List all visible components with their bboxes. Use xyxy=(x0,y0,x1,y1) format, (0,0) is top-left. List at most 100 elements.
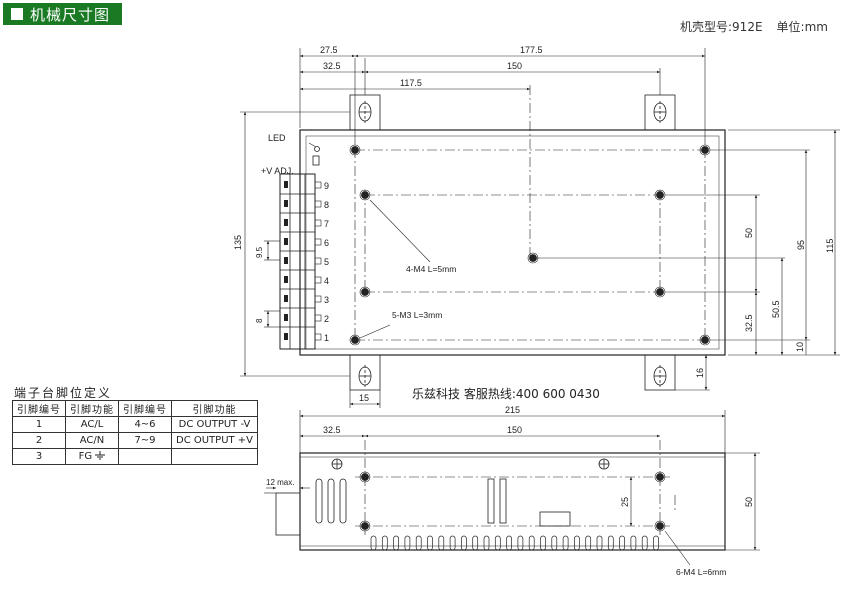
dim-95: 95 xyxy=(796,240,806,250)
terminal-label: 1 xyxy=(324,333,329,343)
dim-15: 15 xyxy=(359,393,369,403)
vent-slot xyxy=(381,535,388,551)
side-mounting-hole xyxy=(361,473,664,530)
table-cell: DC OUTPUT -V xyxy=(170,416,259,433)
vent-slot xyxy=(551,535,558,551)
dim-8: 8 xyxy=(255,318,264,323)
bottom-ear-left xyxy=(349,354,381,391)
dim-32-5: 32.5 xyxy=(323,61,341,71)
dim-215: 215 xyxy=(505,405,520,415)
dim-50-side: 50 xyxy=(744,497,754,507)
dim-115: 115 xyxy=(825,239,835,253)
dim-16: 16 xyxy=(695,368,705,378)
terminal-label: 6 xyxy=(324,238,329,248)
m3-hole-note: 5-M3 L=3mm xyxy=(392,310,442,320)
table-header: 引脚编号 xyxy=(118,400,172,417)
unit-label: 单位:mm xyxy=(776,20,828,34)
table-header-row: 引脚编号 引脚功能 引脚编号 引脚功能 xyxy=(12,400,259,417)
dim-32-5-vertical: 32.5 xyxy=(744,314,754,332)
vent-slot xyxy=(370,535,377,551)
vent-slot xyxy=(449,535,456,551)
case-model: 机壳型号:912E xyxy=(680,20,763,34)
vent-slot xyxy=(585,535,592,551)
terminal-protrusion xyxy=(275,492,301,536)
table-cell xyxy=(118,448,172,465)
label-rectangle xyxy=(539,511,571,527)
table-header: 引脚功能 xyxy=(170,400,259,417)
vent-slot xyxy=(562,535,569,551)
dim-25: 25 xyxy=(620,497,630,507)
bottom-vent-slots xyxy=(370,535,659,551)
vent-slot xyxy=(494,535,501,551)
square-icon xyxy=(11,8,23,20)
vent-slot xyxy=(596,535,603,551)
table-cell: 2 xyxy=(12,432,66,449)
top-chassis-inner xyxy=(305,135,720,350)
table-row: 3 FG xyxy=(12,448,259,465)
fg-label: FG xyxy=(78,451,93,462)
terminal-block xyxy=(279,173,322,350)
vadj-potentiometer xyxy=(312,155,320,166)
led-label: LED xyxy=(268,133,286,143)
table-cell xyxy=(170,448,259,465)
vent-slot xyxy=(415,535,422,551)
table-cell: FG xyxy=(65,448,119,465)
dim-50: 50 xyxy=(744,228,754,238)
pin-definition-table: 引脚编号 引脚功能 引脚编号 引脚功能 1 AC/L 4~6 DC OUTPUT… xyxy=(12,400,259,465)
vent-slot xyxy=(630,535,637,551)
section-header: 机械尺寸图 xyxy=(3,3,122,25)
table-cell: AC/L xyxy=(65,416,119,433)
table-cell: 4~6 xyxy=(118,416,172,433)
dim-12-max: 12 max. xyxy=(266,478,294,487)
vent-slot xyxy=(461,535,467,551)
section-title: 机械尺寸图 xyxy=(30,5,111,24)
led-indicator xyxy=(314,146,320,152)
vent-slot xyxy=(404,535,411,551)
top-view: 9 8 7 6 5 4 3 2 1 LED +V ADJ. 4-M4 L=5mm… xyxy=(233,45,840,408)
table-cell: AC/N xyxy=(65,432,119,449)
dim-177-5: 177.5 xyxy=(520,45,543,55)
table-cell: 1 xyxy=(12,416,66,433)
dim-135: 135 xyxy=(233,235,243,250)
dim-50-5: 50.5 xyxy=(771,300,781,318)
dim-32-5-side: 32.5 xyxy=(323,425,341,435)
vent-slot xyxy=(472,535,479,551)
terminal-label: 7 xyxy=(324,219,329,229)
table-header: 引脚编号 xyxy=(12,400,66,417)
bottom-ear-right xyxy=(644,354,676,391)
model-info: 机壳型号:912E 单位:mm xyxy=(680,18,842,35)
mounting-hole xyxy=(351,146,709,344)
table-row: 2 AC/N 7~9 DC OUTPUT +V xyxy=(12,432,259,449)
ground-screw xyxy=(331,458,610,470)
vent-slot xyxy=(506,535,512,551)
vent-slot xyxy=(619,535,625,551)
dim-117-5: 117.5 xyxy=(400,78,422,88)
table-header: 引脚功能 xyxy=(65,400,119,417)
vent-slot xyxy=(653,535,659,551)
table-row: 1 AC/L 4~6 DC OUTPUT -V xyxy=(12,416,259,433)
top-chassis-outline xyxy=(299,129,726,356)
dim-10: 10 xyxy=(795,342,805,352)
dim-150: 150 xyxy=(507,61,522,71)
vent-slot xyxy=(315,478,571,527)
hotline-text: 乐兹科技 客服热线:400 600 0430 xyxy=(412,387,600,401)
vadj-label: +V ADJ. xyxy=(261,166,294,176)
dim-9-5: 9.5 xyxy=(255,246,264,258)
vent-slot xyxy=(393,535,399,551)
terminal-label: 2 xyxy=(324,314,329,324)
table-cell: 3 xyxy=(12,448,66,465)
pin-table-title: 端子台脚位定义 xyxy=(14,386,113,400)
vent-slot xyxy=(427,535,433,551)
m4-hole-note: 4-M4 L=5mm xyxy=(406,264,456,274)
table-cell: DC OUTPUT +V xyxy=(170,432,259,449)
vent-slot xyxy=(607,535,614,551)
side-chassis-outline xyxy=(299,452,726,551)
ground-icon xyxy=(95,451,106,460)
terminal-label: 4 xyxy=(324,276,329,286)
dim-27-5: 27.5 xyxy=(320,45,338,55)
vent-slot xyxy=(641,535,648,551)
ear-slot xyxy=(358,101,667,387)
vent-slot xyxy=(528,535,535,551)
terminal-label: 5 xyxy=(324,257,329,267)
